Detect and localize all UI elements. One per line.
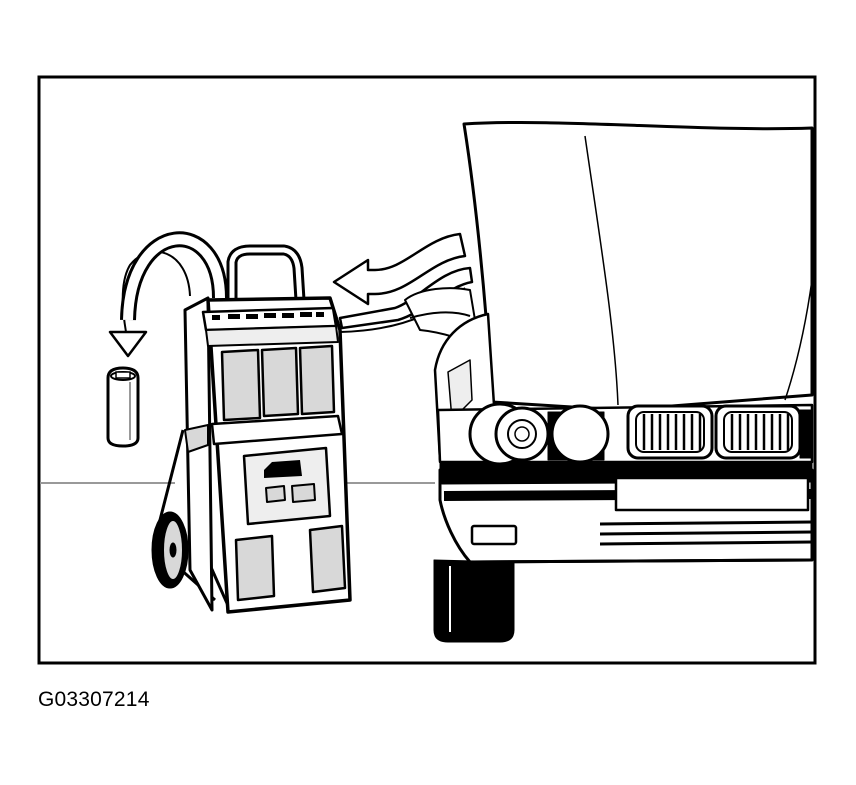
figure-code: G03307214 bbox=[38, 688, 150, 711]
station-gauge-panels bbox=[220, 344, 336, 422]
station-display-panel bbox=[242, 446, 332, 526]
ac-recovery-station bbox=[121, 244, 352, 614]
station-wheel bbox=[151, 511, 189, 589]
station-handle bbox=[226, 244, 306, 306]
open-hood bbox=[462, 121, 814, 412]
kidney-grille bbox=[626, 404, 813, 460]
figure-frame bbox=[37, 75, 817, 665]
headlight-inner bbox=[550, 404, 610, 464]
vehicle-front bbox=[404, 121, 814, 643]
flow-arrow-upper bbox=[332, 232, 467, 306]
refrigerant-bottle bbox=[106, 366, 140, 448]
recovery-arrow bbox=[108, 231, 228, 358]
front-tire bbox=[433, 559, 515, 643]
